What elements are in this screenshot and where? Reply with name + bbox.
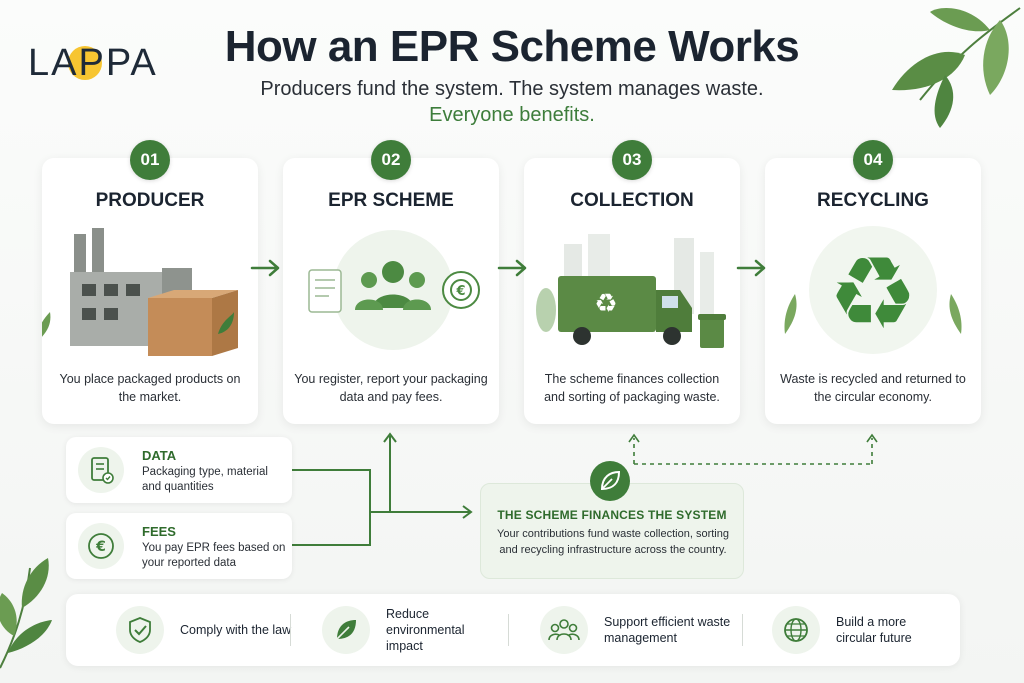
arrow-right-icon xyxy=(497,259,527,277)
leaves-bottom-left-decoration xyxy=(0,558,52,669)
benefit-label: Comply with the law xyxy=(180,623,292,637)
step-title: RECYCLING xyxy=(817,190,929,211)
benefits-bar: Comply with the law Reduce environmental… xyxy=(66,594,960,666)
svg-text:€: € xyxy=(455,284,465,299)
logo-dot xyxy=(68,46,102,80)
arrow-right-icon xyxy=(736,259,766,277)
benefit-divider xyxy=(290,614,291,646)
benefit-label: Reduce environmental impact xyxy=(386,607,465,653)
lappa-logo: LAPPA xyxy=(28,30,168,84)
step-card-recycling: RECYCLING ♻ Waste is recycled and return… xyxy=(765,158,981,424)
step-number-badge: 01 xyxy=(130,140,170,180)
step-description: You place packaged products on the marke… xyxy=(59,372,241,404)
step-description: You register, report your packaging data… xyxy=(294,372,488,404)
people-icon xyxy=(540,606,588,654)
leaves-top-right-decoration xyxy=(892,7,1021,128)
benefit-divider xyxy=(742,614,743,646)
factory-box-icon xyxy=(42,228,238,356)
page-title: How an EPR Scheme Works xyxy=(224,22,800,71)
finances-text: Your contributions fund waste collection… xyxy=(497,528,729,556)
leaf-icon xyxy=(590,461,630,501)
euro-icon: € xyxy=(78,523,124,569)
document-check-icon xyxy=(78,447,124,493)
fees-info-box: € FEES You pay EPR fees based on your re… xyxy=(66,513,292,579)
shield-check-icon xyxy=(116,606,164,654)
data-heading: DATA xyxy=(142,448,177,463)
fees-heading: FEES xyxy=(142,524,176,539)
page-subtitle: Producers fund the system. The system ma… xyxy=(260,78,764,100)
fees-text: You pay EPR fees based on your reported … xyxy=(142,542,286,569)
step-card-epr-scheme: EPR SCHEME € You register, report your p… xyxy=(283,158,499,424)
svg-text:€: € xyxy=(95,539,106,555)
step-number-badge: 02 xyxy=(371,140,411,180)
recycle-icon: ♻ xyxy=(784,226,962,354)
benefit-label: Support efficient waste management xyxy=(604,615,731,645)
globe-icon xyxy=(772,606,820,654)
step-card-collection: COLLECTION ♻ The scheme finances collect… xyxy=(524,158,740,424)
step-title: PRODUCER xyxy=(95,190,205,211)
step-description: Waste is recycled and returned to the ci… xyxy=(780,372,966,404)
data-info-box: DATA Packaging type, material and quanti… xyxy=(66,437,292,503)
finances-heading: THE SCHEME FINANCES THE SYSTEM xyxy=(497,508,727,522)
logo-text: LAPPA xyxy=(28,42,158,84)
benefit-divider xyxy=(508,614,509,646)
step-title: COLLECTION xyxy=(570,190,694,211)
page-tagline: Everyone benefits. xyxy=(429,104,595,126)
svg-text:♻: ♻ xyxy=(594,289,617,319)
people-group-icon: € xyxy=(308,230,480,350)
data-text: Packaging type, material and quantities xyxy=(142,466,268,493)
step-title: EPR SCHEME xyxy=(328,190,454,211)
step-description: The scheme finances collection and sorti… xyxy=(544,372,720,404)
step-card-producer: PRODUCER You place packaged products on … xyxy=(42,158,258,424)
leaf-icon xyxy=(322,606,370,654)
arrow-right-icon xyxy=(250,259,280,277)
step-number-badge: 03 xyxy=(612,140,652,180)
step-number-badge: 04 xyxy=(853,140,893,180)
garbage-truck-icon: ♻ xyxy=(536,234,726,348)
svg-text:♻: ♻ xyxy=(828,235,918,352)
benefit-label: Build a more circular future xyxy=(836,615,912,645)
